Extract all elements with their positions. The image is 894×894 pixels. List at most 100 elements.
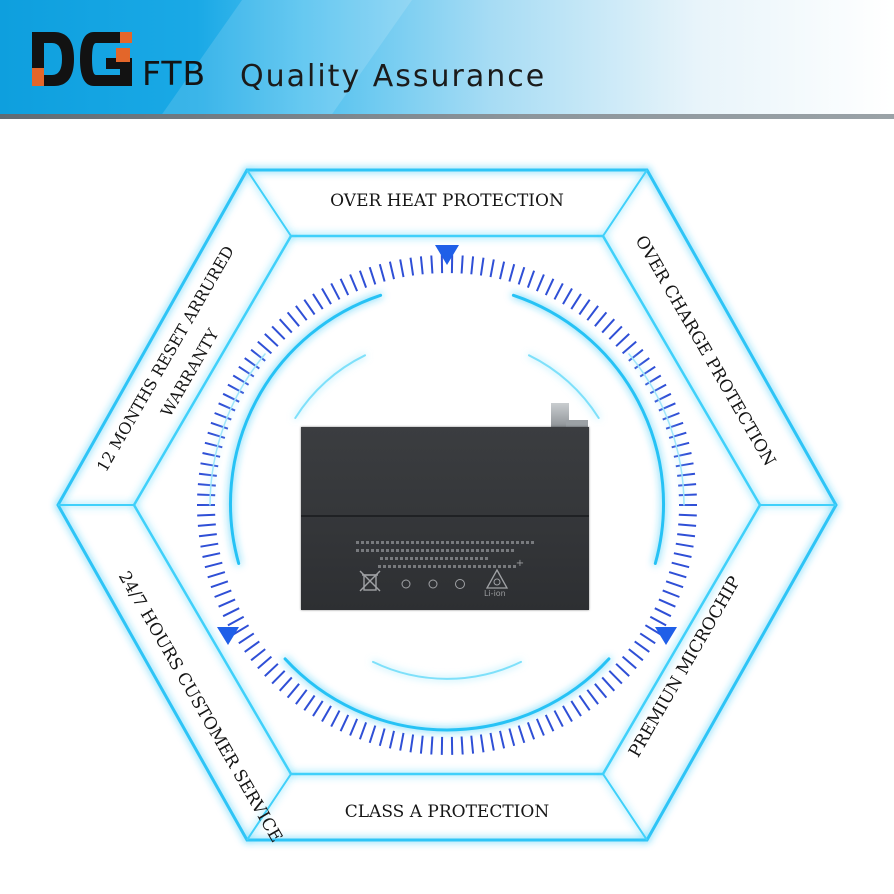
tick-mark (677, 472, 696, 477)
tick-mark (222, 607, 240, 618)
tick-mark (562, 288, 573, 305)
tick-mark (634, 640, 650, 653)
tick-mark (668, 431, 687, 439)
header-divider (0, 114, 894, 119)
tick-mark (227, 615, 245, 627)
tick-mark (204, 561, 223, 569)
certification-icons (401, 579, 465, 589)
tick-mark (257, 340, 273, 355)
tick-mark (578, 299, 591, 316)
tick-mark (232, 624, 250, 636)
arrow-right-icon (655, 627, 677, 645)
tick-mark (639, 632, 656, 645)
tick-mark (628, 648, 644, 662)
tick-mark (526, 722, 536, 740)
tick-mark (271, 325, 286, 340)
tick-mark (198, 533, 217, 538)
tick-mark (358, 270, 368, 288)
tick-mark (358, 722, 368, 740)
tick-mark (470, 256, 475, 275)
tick-mark (197, 493, 216, 497)
tick-mark (678, 483, 697, 487)
tick-mark (321, 288, 332, 305)
tick-mark (649, 383, 667, 395)
tick-mark (544, 278, 555, 296)
tick-mark (508, 728, 516, 747)
tick-mark (634, 357, 650, 370)
tick-mark (339, 278, 350, 296)
tick-mark (250, 648, 266, 662)
tick-mark (330, 710, 341, 728)
tick-mark (330, 282, 341, 300)
battery-image (301, 427, 589, 610)
tick-mark (210, 580, 229, 589)
tick-mark (673, 452, 692, 458)
tick-mark (227, 383, 245, 395)
hexagon-dividers (58, 169, 836, 841)
tick-mark (409, 257, 415, 276)
tick-mark (644, 374, 662, 386)
tick-mark (586, 305, 599, 321)
tick-mark (232, 374, 250, 386)
tick-mark (665, 580, 684, 589)
tick-mark (244, 640, 260, 653)
li-ion-label: Li-ion (484, 589, 506, 598)
arrow-top-icon (435, 245, 459, 265)
tick-mark (594, 311, 608, 327)
battery-connector-base (566, 420, 588, 429)
tick-mark (499, 730, 506, 749)
tick-mark (349, 718, 359, 736)
tick-mark (479, 257, 485, 276)
tick-mark (238, 632, 255, 645)
tick-mark (621, 340, 637, 355)
tick-mark (621, 655, 637, 670)
brand-name: FTB (142, 54, 207, 93)
tick-mark (535, 718, 545, 736)
direction-arrows (217, 245, 677, 645)
tick-mark (419, 735, 424, 754)
tick-mark (654, 392, 672, 403)
tick-mark (517, 725, 526, 744)
tick-mark (662, 589, 680, 598)
tick-mark (197, 523, 216, 527)
tick-mark (662, 412, 680, 421)
tick-mark (250, 348, 266, 362)
tick-mark (207, 431, 226, 439)
tick-mark (244, 357, 260, 370)
tick-mark (321, 705, 332, 722)
tick-mark (312, 293, 324, 310)
tick-mark (278, 318, 293, 334)
tick-mark (601, 318, 616, 334)
tick-mark (218, 402, 236, 412)
tick-mark (470, 735, 475, 754)
tick-mark (677, 533, 696, 538)
tick-mark (562, 705, 573, 722)
tick-mark (608, 325, 623, 340)
tick-mark (295, 305, 308, 321)
tick-mark (349, 274, 359, 292)
tick-mark (508, 263, 516, 282)
tick-mark (553, 282, 564, 300)
tick-mark (678, 493, 697, 497)
brand-logo (32, 32, 132, 86)
tick-mark (608, 670, 623, 685)
tick-mark (368, 725, 377, 744)
battery-print-line (356, 549, 516, 552)
tick-mark (673, 552, 692, 558)
tick-mark (286, 311, 300, 327)
battery-print-line (378, 565, 518, 568)
battery-print-line (356, 541, 536, 544)
tick-mark (678, 513, 697, 517)
tick-mark (517, 266, 526, 285)
tick-mark (204, 441, 223, 449)
tick-mark (586, 689, 599, 705)
tick-mark (271, 670, 286, 685)
tick-mark (665, 421, 684, 430)
tick-mark (264, 663, 279, 677)
arrow-left-icon (217, 627, 239, 645)
tick-mark (675, 542, 694, 548)
tick-mark (388, 261, 395, 280)
tick-mark (671, 441, 690, 449)
tick-mark (570, 700, 582, 717)
